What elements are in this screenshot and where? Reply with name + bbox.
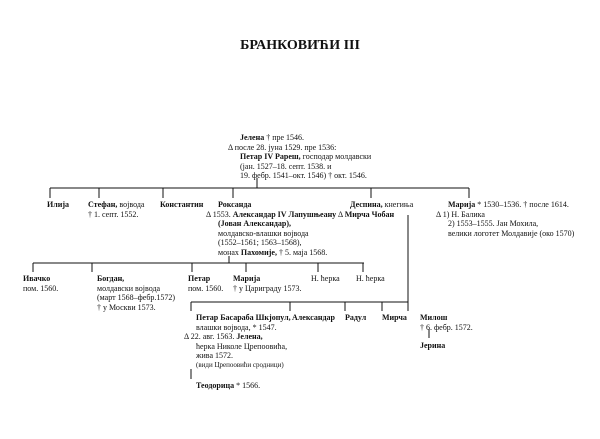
petar-b-spouse-alive: жива 1572. bbox=[196, 351, 234, 360]
teodorica-note: * 1566. bbox=[236, 381, 261, 390]
person-radul: Радул bbox=[345, 313, 367, 322]
ivacko-name: Ивачко bbox=[23, 274, 51, 283]
despina-spouse: Мирча Чобан bbox=[344, 209, 395, 219]
page-title: БРАНКОВИЋИ III bbox=[240, 38, 360, 53]
monk-label: монах bbox=[218, 247, 239, 257]
person-aleksandar: Александар bbox=[292, 313, 335, 322]
person-bogdan: Богдан, молдавски војвода (март 1568–феб… bbox=[97, 274, 175, 312]
roksanda-spouse-reign: (1552–1561; 1563–1568), bbox=[218, 238, 302, 247]
milos-name: Милош bbox=[420, 313, 448, 322]
person-stefan: Стефан, војвода † 1. септ. 1552. bbox=[88, 200, 144, 219]
petar-b-title: влашки војвода, * 1547. bbox=[196, 322, 277, 332]
roksanda-marriage: 1553. bbox=[212, 209, 231, 219]
petar-note: пом. 1560. bbox=[188, 283, 224, 293]
person-jerina: Јерина bbox=[420, 341, 446, 350]
marija-r-note: † у Цариграду 1573. bbox=[233, 283, 302, 293]
marriage-symbol: Δ bbox=[436, 209, 441, 219]
marija-name: Марија bbox=[448, 200, 476, 209]
root-spouse-title: господар молдавски bbox=[302, 152, 372, 161]
marriage-symbol: Δ bbox=[228, 142, 233, 152]
bogdan-reign: (март 1568–фебр.1572) bbox=[97, 293, 176, 302]
marija-spouse-2-title: велики логотет Молдавије (око 1570) bbox=[448, 228, 575, 238]
ivacko-note: пом. 1560. bbox=[23, 283, 59, 293]
person-despina: Деспина, кнегиња Δ Мирча Чобан bbox=[338, 200, 413, 219]
person-milos: Милош † 6. фебр. 1572. bbox=[420, 313, 473, 332]
monk-name: Пахомије, bbox=[240, 247, 277, 257]
root-reign-1: (јан. 1527–18. септ. 1538. и bbox=[240, 161, 332, 171]
marija-r-name: Марија bbox=[233, 274, 261, 283]
stefan-death: † 1. септ. 1552. bbox=[88, 209, 139, 219]
petar-b-spouse: Јелена, bbox=[236, 332, 263, 341]
person-mirca: Мирча bbox=[382, 313, 407, 322]
root-marriage-date: после 28. јуна 1529. пре 1536: bbox=[234, 142, 337, 152]
stefan-name: Стефан, bbox=[88, 200, 118, 209]
root-note: † пре 1546. bbox=[266, 133, 305, 142]
marija-note: * 1530–1536. † после 1614. bbox=[477, 200, 569, 209]
despina-title: кнегиња bbox=[384, 200, 414, 209]
stefan-title: војвода bbox=[119, 200, 145, 209]
person-konstantin: Константин bbox=[160, 200, 204, 209]
marriage-symbol: Δ bbox=[206, 209, 211, 219]
petar-b-name: Петар Басараба Шкјопул, bbox=[196, 313, 291, 322]
petar-b-spouse-parent: ћерка Николе Црепоовића, bbox=[196, 341, 288, 351]
person-ilija: Илија bbox=[47, 200, 69, 209]
roksanda-spouse-alias: (Јован Александар), bbox=[218, 219, 292, 228]
bogdan-death: † у Москви 1573. bbox=[97, 302, 156, 312]
milos-death: † 6. фебр. 1572. bbox=[420, 322, 473, 332]
person-daughter-1: Н. ћерка bbox=[311, 274, 340, 283]
roksanda-spouse-title: молдавско-влашки војвода bbox=[218, 228, 309, 238]
petar-b-reference: (види Црепоовићи сродници) bbox=[196, 360, 284, 369]
root-entry: Јелена † пре 1546. Δ после 28. јуна 1529… bbox=[228, 133, 372, 181]
person-petar-r: Петар пом. 1560. bbox=[188, 274, 223, 293]
root-reign-2: 19. фебр. 1541–окт. 1546) † окт. 1546. bbox=[240, 171, 367, 180]
teodorica-name: Теодорица bbox=[196, 381, 235, 390]
bogdan-title: молдавски војвода bbox=[97, 283, 161, 293]
person-marija: Марија * 1530–1536. † после 1614. Δ 1) Н… bbox=[436, 200, 574, 238]
marija-spouse-2: 2) 1553–1555. Јан Мохила, bbox=[448, 219, 539, 228]
person-roksanda: Роксанда Δ 1553. Александар IV Лапушњеан… bbox=[206, 200, 337, 257]
roksanda-spouse-death: † 5. маја 1568. bbox=[278, 247, 328, 257]
person-marija-r: Марија † у Цариграду 1573. bbox=[233, 274, 302, 293]
marriage-symbol: Δ bbox=[184, 332, 189, 341]
root-name: Јелена bbox=[240, 133, 265, 142]
roksanda-name: Роксанда bbox=[218, 200, 252, 209]
person-petar-basaraba: Петар Басараба Шкјопул, влашки војвода, … bbox=[184, 313, 291, 370]
despina-name: Деспина, bbox=[350, 200, 383, 209]
petar-name: Петар bbox=[188, 274, 211, 283]
root-spouse: Петар IV Рареш, bbox=[240, 152, 301, 161]
marija-spouse-1: 1) Н. Балика bbox=[442, 209, 485, 219]
person-ivacko: Ивачко пом. 1560. bbox=[23, 274, 58, 293]
person-daughter-2: Н. ћерка bbox=[356, 274, 385, 283]
marriage-symbol: Δ bbox=[338, 209, 343, 219]
petar-b-marriage: 22. авг. 1563. bbox=[190, 332, 235, 341]
roksanda-spouse: Александар IV Лапушњеану bbox=[232, 209, 337, 219]
bogdan-name: Богдан, bbox=[97, 274, 125, 283]
person-teodorica: Теодорица * 1566. bbox=[196, 381, 260, 391]
